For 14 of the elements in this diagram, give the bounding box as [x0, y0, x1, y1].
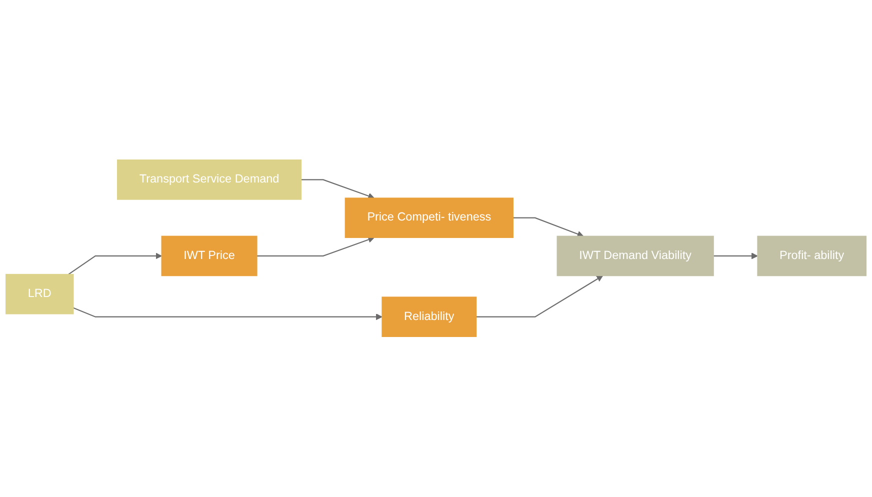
node-box: Profit- ability	[757, 236, 866, 276]
arrow	[256, 236, 374, 257]
node-box: IWT Demand Viability	[556, 236, 714, 276]
arrow	[476, 276, 604, 318]
arrow	[301, 179, 374, 200]
node-box: Transport Service Demand	[117, 160, 302, 200]
node-box: Reliability	[382, 296, 477, 338]
arrow	[73, 308, 382, 320]
arrow	[513, 218, 584, 238]
node-box: Price Competi- tiveness	[344, 198, 514, 238]
arrow	[68, 252, 162, 275]
arrow	[714, 252, 758, 260]
node-box: LRD	[6, 274, 74, 315]
node-box: IWT Price	[161, 236, 258, 276]
